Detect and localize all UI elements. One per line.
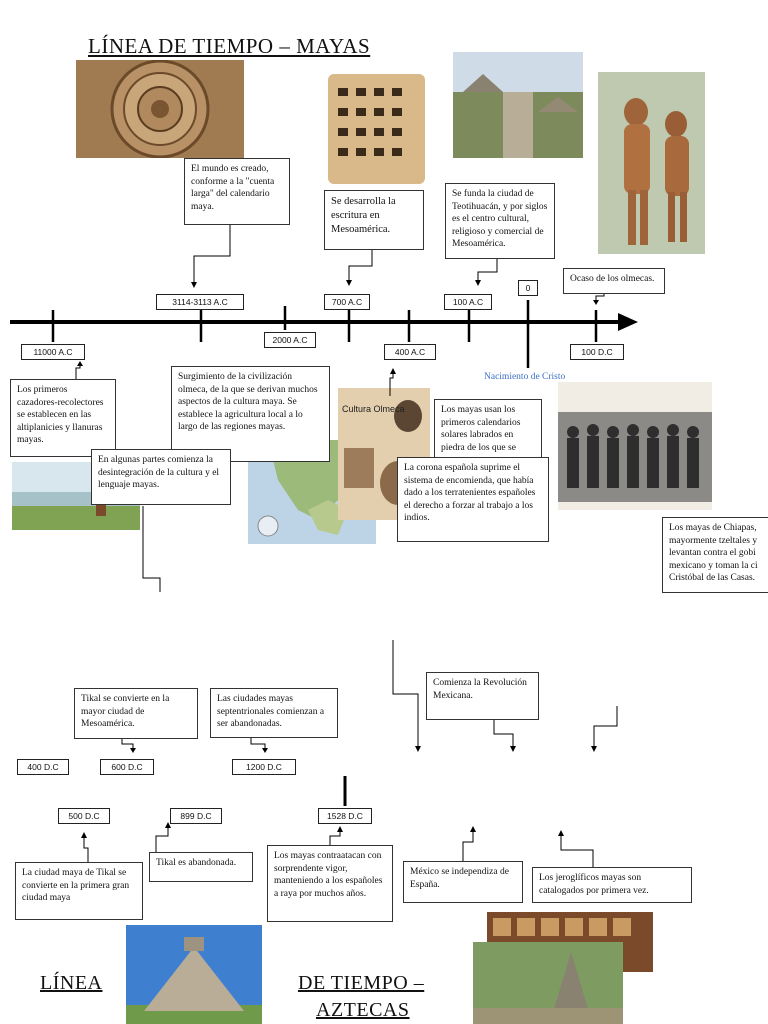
- event-revolucion: Comienza la Revolución Mexicana.: [426, 672, 539, 720]
- aztec-calendar-image: [76, 60, 244, 158]
- chichen-itza-pyramid-image: [126, 925, 262, 1024]
- event-escritura: Se desarrolla la escritura en Mesoaméric…: [324, 190, 424, 250]
- event-teotihuacan: Se funda la ciudad de Teotihuacán, y por…: [445, 183, 555, 259]
- date-1200-dc: 1200 D.C: [232, 759, 296, 775]
- revolution-photo-image: [558, 382, 712, 510]
- date-700-ac: 700 A.C: [324, 294, 370, 310]
- date-100-ac: 100 A.C: [444, 294, 492, 310]
- date-100-dc: 100 D.C: [570, 344, 624, 360]
- nacimiento-cristo-label: Nacimiento de Cristo: [484, 372, 566, 382]
- date-0: 0: [518, 280, 538, 296]
- event-olmeca: Surgimiento de la civilización olmeca, d…: [171, 366, 330, 462]
- teotihuacan-image: [453, 52, 583, 158]
- date-400-ac: 400 A.C: [384, 344, 436, 360]
- event-ocaso-olmecas: Ocaso de los olmecas.: [563, 268, 665, 294]
- event-mundo-creado: El mundo es creado, conforme a la "cuent…: [184, 158, 290, 225]
- event-tikal-mayor: Tikal se convierte en la mayor ciudad de…: [74, 688, 198, 739]
- date-3114-ac: 3114-3113 A.C: [156, 294, 244, 310]
- event-corona: La corona española suprime el sistema de…: [397, 457, 549, 542]
- bottom-title-linea: LÍNEA: [40, 972, 103, 994]
- event-contraatacan: Los mayas contraatacan con sorprendente …: [267, 845, 393, 922]
- bottom-title-aztecas: AZTECAS: [316, 999, 410, 1021]
- event-chiapas: Los mayas de Chiapas, mayormente tzeltal…: [662, 517, 768, 593]
- event-jeroglificos: Los jeroglíficos mayas son catalogados p…: [532, 867, 692, 903]
- bottom-title-de-tiempo: DE TIEMPO –: [298, 972, 425, 994]
- date-2000-ac: 2000 A.C: [264, 332, 316, 348]
- date-1528-dc: 1528 D.C: [318, 808, 372, 824]
- date-600-dc: 600 D.C: [100, 759, 154, 775]
- event-independencia: México se independiza de España.: [403, 861, 523, 903]
- event-septentrionales: Las ciudades mayas septentrionales comie…: [210, 688, 338, 738]
- page-title: LÍNEA DE TIEMPO – MAYAS: [88, 34, 371, 58]
- event-tikal-abandonada: Tikal es abandonada.: [149, 852, 253, 882]
- event-calendarios: Los mayas usan los primeros calendarios …: [434, 399, 542, 459]
- date-899-dc: 899 D.C: [170, 808, 222, 824]
- maya-warriors-image: [598, 72, 705, 254]
- tikal-temple-image: [473, 912, 653, 1024]
- event-desintegracion: En algunas partes comienza la desintegra…: [91, 449, 231, 505]
- event-tikal-primera: La ciudad maya de Tikal se convierte en …: [15, 862, 143, 920]
- olmec-culture-label: Cultura Olmeca: [342, 404, 405, 414]
- maya-glyphs-parchment-image: [328, 74, 425, 184]
- date-500-dc: 500 D.C: [58, 808, 110, 824]
- date-11000-ac: 11000 A.C: [21, 344, 85, 360]
- date-400-dc: 400 D.C: [17, 759, 69, 775]
- event-cazadores: Los primeros cazadores-recolectores se e…: [10, 379, 116, 457]
